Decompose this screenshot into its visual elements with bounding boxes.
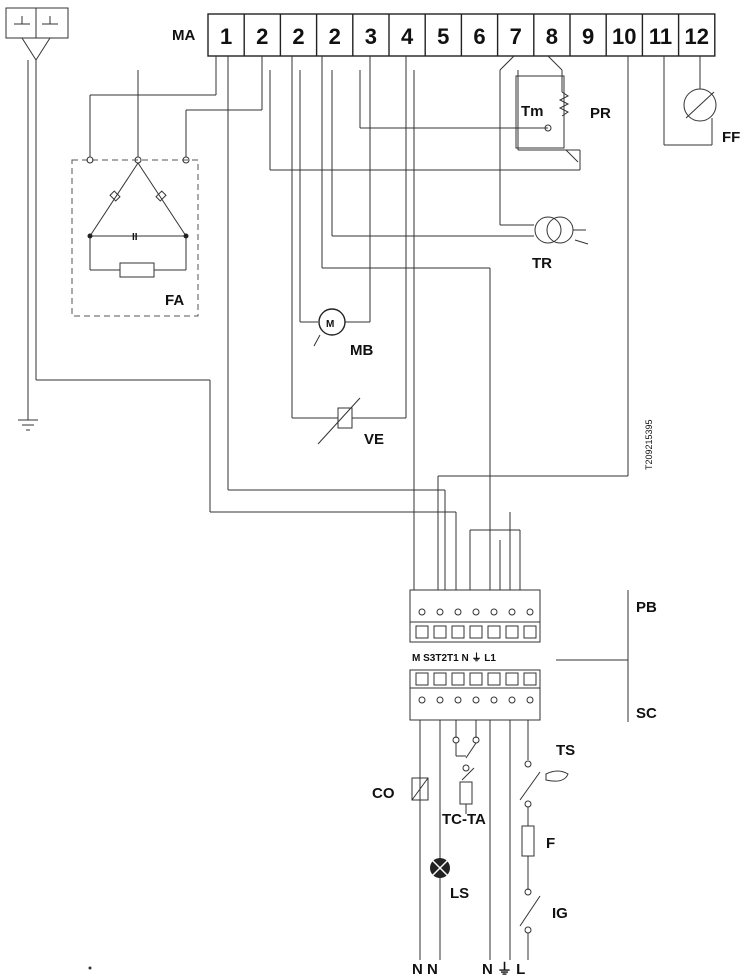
sc-pin [505,672,519,686]
tr-label: TR [532,255,552,272]
tm-label: Tm [521,103,544,120]
pr-resistor [558,91,570,117]
pb-pin [469,625,483,639]
pb-connector-block [409,589,541,643]
pb-pin [523,625,537,639]
motor-symbol: M [326,319,334,330]
pb-pin [487,625,501,639]
pb-pins [415,608,537,639]
pb-label: PB [636,599,657,616]
sc-pin [451,672,465,686]
sc-pin [469,672,483,686]
ve-valve-icon [317,397,361,445]
terminal-number: 3 [365,24,377,49]
ts-safety-thermostat-icon [519,760,569,826]
sc-pin [433,672,447,686]
co-component-icon [411,777,429,801]
tr-transformer-icon [534,216,589,245]
sc-pin [487,672,501,686]
terminal-number: 4 [401,24,414,49]
bottom-right-label: N ⏚ L [482,961,525,978]
terminal-number: 11 [649,24,672,49]
mb-label: MB [350,342,373,359]
tc-ta-thermostat-icon [452,736,480,814]
sc-pin [523,672,537,686]
ve-label: VE [364,431,384,448]
terminal-number: 2 [256,24,268,49]
bottom-left-label: N N [412,961,438,978]
pr-box [515,75,565,149]
connector-labels: M S3T2T1 N ⏚ L1 [412,652,496,664]
terminal-number: 8 [546,24,558,49]
terminal-number: 5 [437,24,449,49]
mb-motor-icon [313,308,346,347]
ii-label: II [132,232,138,243]
ts-label: TS [556,742,575,759]
terminal-number: 10 [612,24,636,49]
fa-label: FA [165,292,184,309]
terminal-number: 9 [582,24,594,49]
ground-terminal-block [5,7,69,61]
fa-bridge [86,156,190,278]
ma-label: MA [172,27,195,44]
ig-switch-icon [519,888,541,960]
sc-pins [415,672,537,704]
sc-label: SC [636,705,657,722]
pb-pin [451,625,465,639]
f-fuse-icon [521,825,535,890]
terminal-number: 1 [220,24,232,49]
ig-label: IG [552,905,568,922]
terminal-number: 12 [684,24,708,49]
side-code: T209215395 [644,419,654,470]
ff-lamp-icon [683,80,717,128]
terminal-number: 6 [473,24,485,49]
tc-ta-label: TC-TA [442,811,486,828]
ls-label: LS [450,885,469,902]
terminal-number: 7 [510,24,522,49]
terminal-number: 2 [292,24,304,49]
terminal-number: 2 [329,24,341,49]
co-label: CO [372,785,395,802]
ls-lamp-icon [430,858,450,878]
f-label: F [546,835,555,852]
ground-icon [18,419,38,431]
pb-pin [505,625,519,639]
sc-pin [415,672,429,686]
sc-connector-block [409,669,541,721]
pr-label: PR [590,105,611,122]
pb-pin [433,625,447,639]
ff-label: FF [722,129,740,146]
pb-pin [415,625,429,639]
